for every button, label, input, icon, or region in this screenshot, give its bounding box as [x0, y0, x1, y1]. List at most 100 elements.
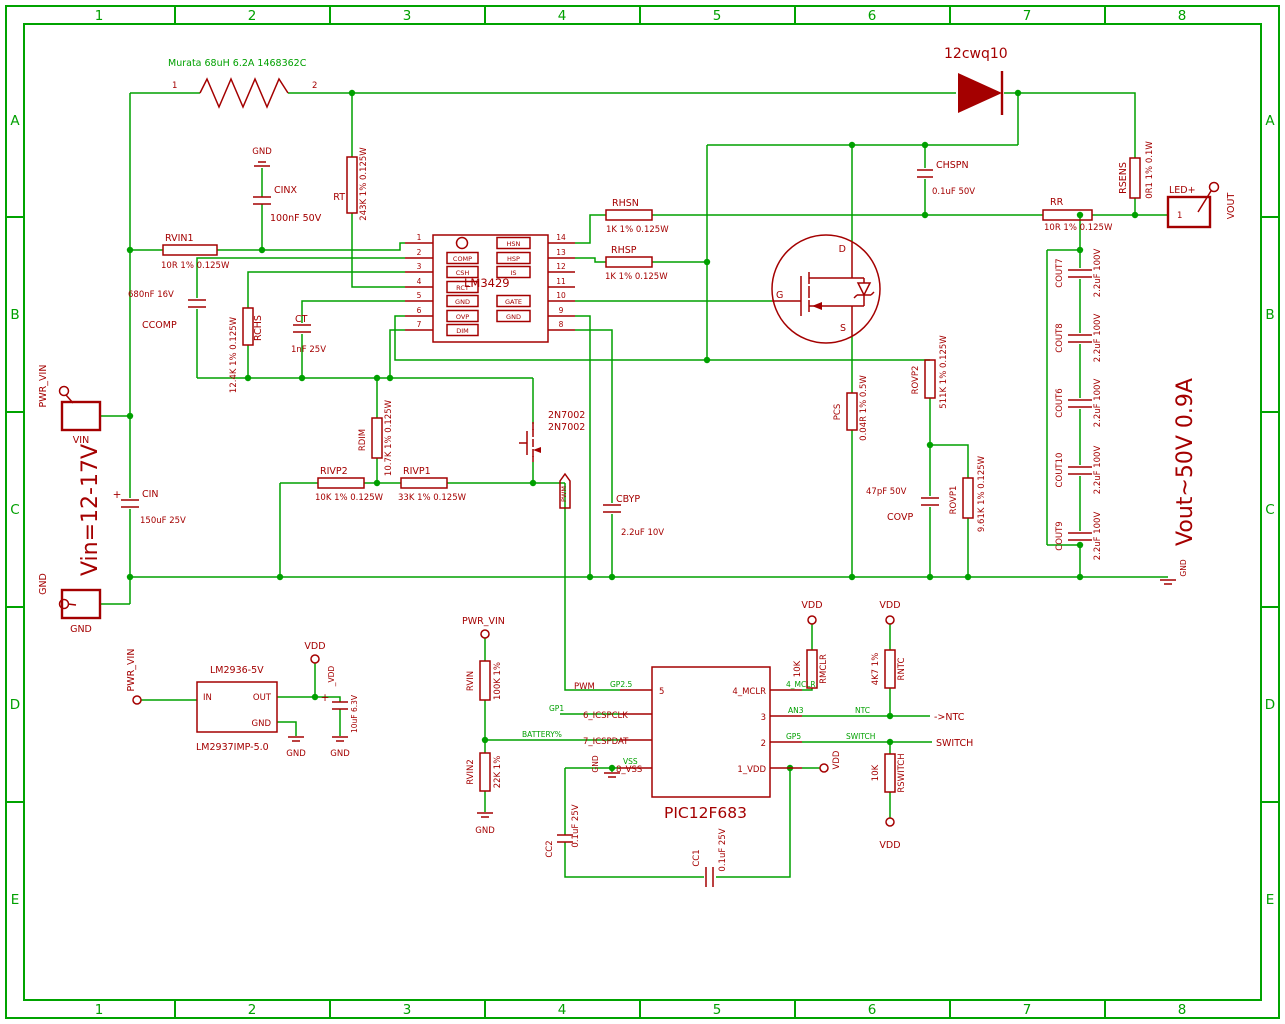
pwm-net-flag[interactable]: PWM [559, 472, 571, 509]
cap-value: 2.2uF 100V [1093, 446, 1103, 495]
mosfet-q1[interactable]: D G S [771, 234, 881, 344]
pin-number: 14 [556, 233, 566, 242]
res-name: RHSN [612, 198, 639, 209]
frame-col-label: 3 [403, 8, 412, 24]
output-caps[interactable]: COUT7 2.2uF 100V COUT8 2.2uF 100V COUT6 … [1055, 249, 1103, 561]
mosfet-q2[interactable]: 2N7002 2N7002 [519, 410, 585, 462]
cap-cc2[interactable]: CC2 0.1uF 25V [545, 804, 581, 857]
net-vss: VSS [623, 757, 638, 766]
connector-pin: 1 [1177, 211, 1182, 221]
cap-cc1[interactable]: CC1 0.1uF 25V [692, 828, 728, 887]
pin-number: 8 [559, 320, 564, 329]
connector-pwr-vin[interactable]: PWR_VIN VIN [38, 365, 102, 446]
cap-covp[interactable]: 47pF 50V COVP [866, 487, 939, 523]
resistor-rchs[interactable]: RCHS 12.4K 1% 0.125W [229, 307, 264, 393]
gnd-label: GND [252, 147, 272, 157]
cap-name: COUT10 [1055, 453, 1065, 488]
resistor-rhsn[interactable]: RHSN 1K 1% 0.125W [605, 198, 669, 235]
pin-box-label: HSN [507, 240, 521, 248]
frame-col-label: 3 [403, 1002, 412, 1018]
res-value: 4K7 1% [871, 653, 881, 686]
cap-cin[interactable]: + CIN 150uF 25V [113, 489, 186, 526]
resistor-rvin1[interactable]: RVIN1 10R 1% 0.125W [161, 233, 230, 271]
gnd-label: GND [286, 749, 306, 759]
gnd-label: GND [475, 826, 495, 836]
net-wires[interactable] [100, 92, 1168, 878]
cap-name: COUT6 [1055, 388, 1065, 417]
net-vdd: VDD [879, 840, 900, 851]
pin-gnd-label: GND [252, 719, 272, 729]
ic-pic12f683[interactable]: PIC12F683 5 4_MCLR 3 2 1_VDD 6_ICSPCLK 7… [522, 666, 973, 822]
transistor-name: 2N7002 [548, 410, 585, 421]
pin-label: 8_VSS [616, 765, 642, 775]
resistor-rivp2[interactable]: RIVP2 10K 1% 0.125W [315, 466, 384, 503]
gnd-label: GND [330, 749, 350, 759]
frame-col-label: 6 [868, 1002, 877, 1018]
cap-name: CCOMP [142, 320, 177, 331]
cap-value: 2.2uF 100V [1093, 314, 1103, 363]
res-value: 10R 1% 0.125W [161, 261, 230, 271]
res-name: RNTC [897, 657, 907, 680]
ic-regulator[interactable]: LM2936-5V LM2937IMP-5.0 IN OUT GND PWR_V… [126, 641, 359, 759]
net-gp5: GP5 [786, 732, 801, 741]
resistor-rdim[interactable]: RDIM 10.7K 1% 0.125W [358, 399, 394, 476]
inductor-l1[interactable]: Murata 68uH 6.2A 1468362C 1 2 [168, 58, 317, 109]
resistor-rswitch[interactable]: 10K RSWITCH VDD [871, 753, 907, 851]
resistor-rmclr[interactable]: VDD 10K RMCLR [793, 600, 829, 689]
diode-d1[interactable]: 12cwq10 [944, 46, 1008, 115]
res-name: PCS [833, 404, 843, 420]
cap-value: 680nF 16V [128, 290, 174, 300]
cap-cinx[interactable]: GND CINX 100nF 50V [252, 147, 321, 224]
mosfet-gate-label: G [776, 290, 783, 301]
frame-row-label: B [10, 307, 19, 323]
frame-col-label: 7 [1023, 8, 1032, 24]
resistor-rhsp[interactable]: RHSP 1K 1% 0.125W [605, 245, 668, 282]
cap-value: 0.1uF 25V [571, 804, 581, 847]
connector-gnd[interactable]: GND GND [38, 573, 102, 635]
diode-label: 12cwq10 [944, 46, 1008, 62]
cap-ct[interactable]: CT 1nF 25V [291, 314, 326, 355]
resistor-pcs[interactable]: PCS 0.04R 1% 0.5W [833, 375, 869, 441]
resistor-rovp1[interactable]: ROVP1 9.61K 1% 0.125W [949, 455, 987, 532]
frame-col-label: 1 [95, 8, 104, 24]
pin-out-label: OUT [253, 693, 272, 703]
cap-name: CC2 [545, 840, 555, 857]
res-value: 10.7K 1% 0.125W [384, 399, 394, 476]
cap-value: 1nF 25V [291, 345, 326, 355]
frame-row-label: E [11, 892, 20, 908]
pin-label: 4_MCLR [732, 687, 766, 697]
frame-col-label: 2 [248, 1002, 257, 1018]
junction-dots [126, 89, 1139, 772]
net-pwr-vin: PWR_VIN [126, 649, 137, 692]
res-name: RIVP1 [403, 466, 431, 477]
cap-name: CC1 [692, 849, 702, 866]
net-label-vin: VIN [73, 435, 89, 446]
res-name: RVIN [466, 671, 476, 691]
divider-rvin[interactable]: PWR_VIN RVIN 100K 1% RVIN2 22K 1% GND [462, 616, 505, 836]
pin-number: 5 [417, 291, 422, 300]
ic-lm3429[interactable]: LM3429 1 2 3 4 5 6 7 14 13 12 11 10 9 8 … [405, 233, 575, 343]
resistor-rovp2[interactable]: ROVP2 511K 1% 0.125W [911, 335, 949, 409]
net-vdd: VDD [879, 600, 900, 611]
resistor-rivp1[interactable]: RIVP1 33K 1% 0.125W [398, 466, 467, 503]
net-pwm: PWM [574, 682, 595, 692]
cap-ccomp[interactable]: 680nF 16V CCOMP [128, 290, 206, 331]
res-name: RT [333, 192, 345, 203]
res-name: RSENS [1118, 162, 1129, 194]
resistor-rsens[interactable]: RSENS 0R1 1% 0.1W [1118, 141, 1155, 199]
frame-row-label: D [10, 697, 20, 713]
pin-box-label: OVP [456, 313, 469, 321]
resistor-rt[interactable]: RT 243K 1% 0.125W [333, 147, 369, 221]
connector-led[interactable]: LED+ 1 VOUT [1166, 181, 1237, 229]
net-vdd-pin1: VDD [832, 750, 842, 769]
polarity-plus: + [321, 692, 330, 704]
resistor-rr[interactable]: RR 10R 1% 0.125W [1042, 197, 1113, 233]
cap-cbyp[interactable]: CBYP 2.2uF 10V [603, 494, 664, 538]
pin-box-label: COMP [453, 255, 472, 263]
res-value: 10R 1% 0.125W [1044, 223, 1113, 233]
cap-chspn[interactable]: CHSPN 0.1uF 50V [917, 160, 975, 197]
cap-name: CBYP [616, 494, 640, 505]
pin-number: 3 [417, 262, 422, 271]
resistor-rntc[interactable]: VDD 4K7 1% RNTC [871, 600, 907, 689]
